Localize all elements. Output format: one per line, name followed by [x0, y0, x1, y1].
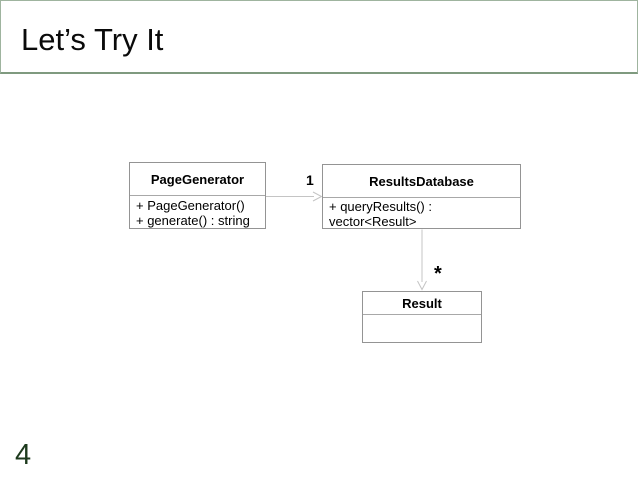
- class-name: PageGenerator: [130, 163, 265, 196]
- open-arrowhead-right-icon: [312, 191, 323, 202]
- class-members: + PageGenerator() + generate() : string: [130, 196, 265, 229]
- title-banner: Let’s Try It: [0, 0, 638, 74]
- page-title: Let’s Try It: [21, 21, 164, 57]
- class-member: + PageGenerator(): [136, 198, 245, 213]
- class-name: ResultsDatabase: [323, 165, 520, 198]
- multiplicity-label-many: *: [434, 263, 442, 285]
- class-box-result: Result: [362, 291, 482, 343]
- class-members: + queryResults() : vector<Result>: [323, 198, 520, 229]
- class-box-resultsdatabase: ResultsDatabase + queryResults() : vecto…: [322, 164, 521, 229]
- class-members-empty: [363, 315, 481, 343]
- class-member: + queryResults() : vector<Result>: [329, 198, 432, 229]
- page-number: 4: [15, 439, 32, 471]
- multiplicity-label-one: 1: [306, 172, 314, 188]
- open-arrowhead-down-icon: [417, 280, 427, 291]
- class-member: + generate() : string: [136, 213, 250, 228]
- class-name: Result: [363, 292, 481, 315]
- class-box-pagegenerator: PageGenerator + PageGenerator() + genera…: [129, 162, 266, 229]
